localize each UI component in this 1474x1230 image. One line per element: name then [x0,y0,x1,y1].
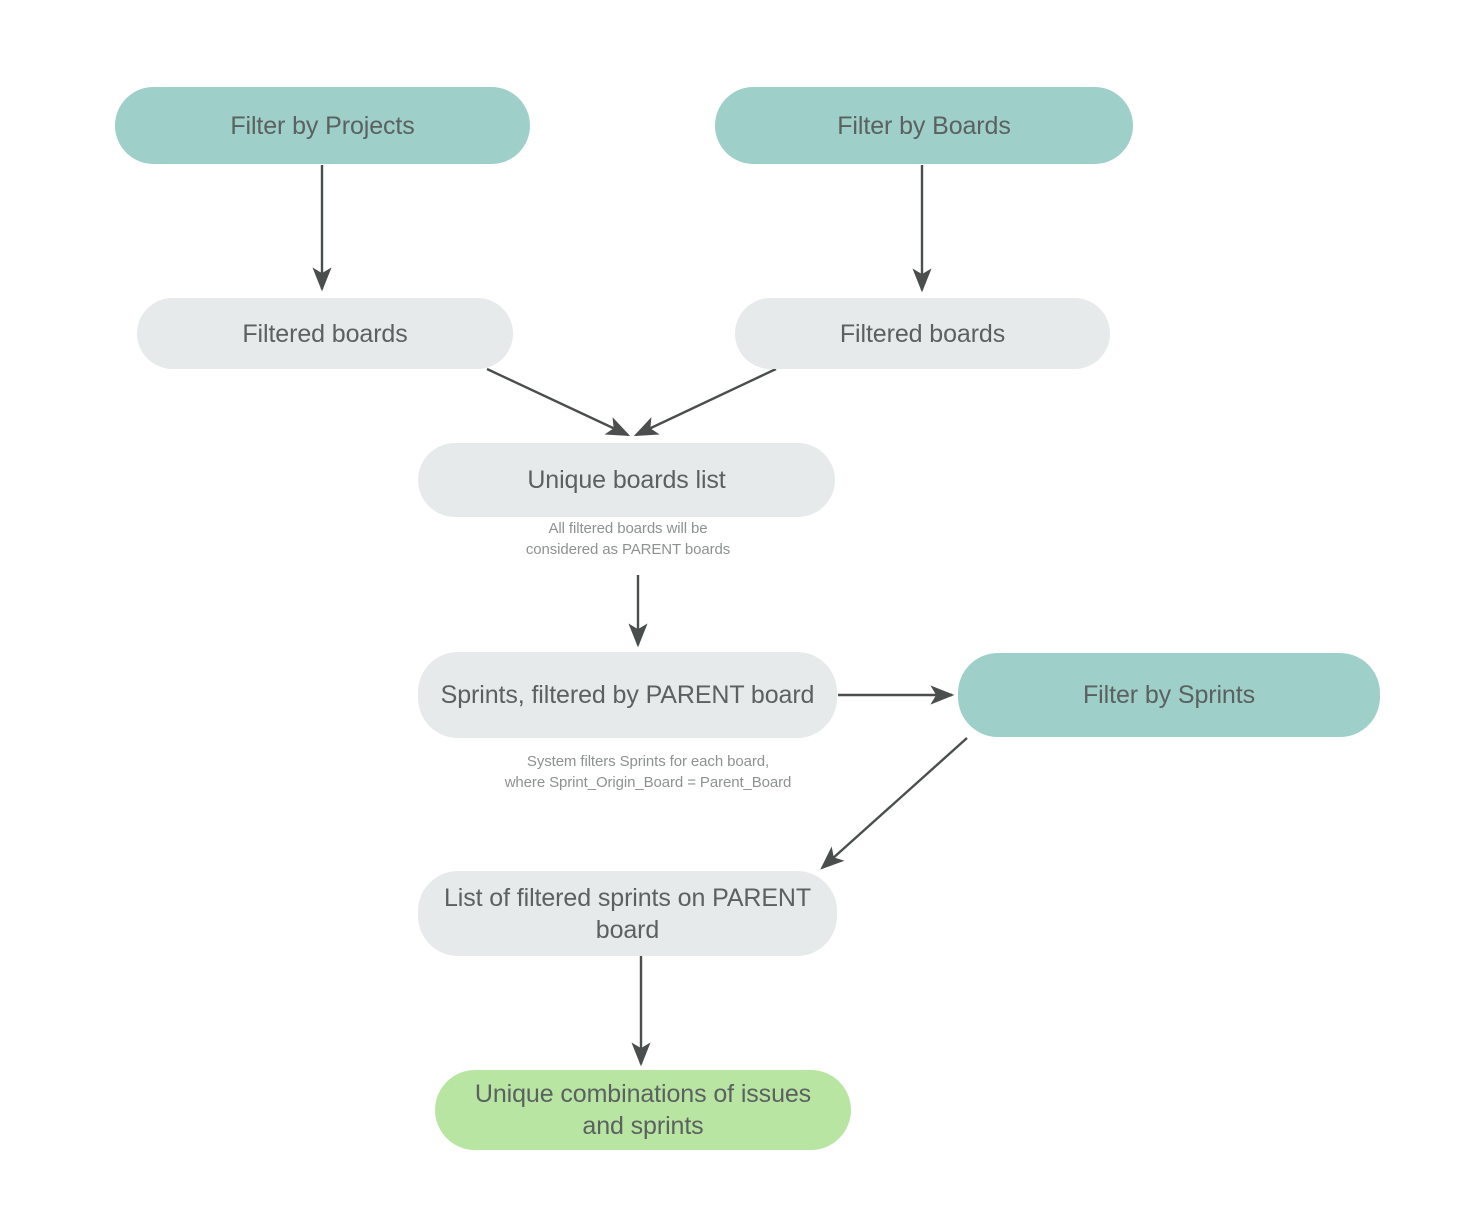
note-line-1: System filters Sprints for each board, [526,753,770,770]
node-filter-by-boards[interactable]: Filter by Boards [715,87,1133,164]
node-label: Sprints, filtered by PARENT board [440,681,815,709]
note-line-2: considered as PARENT boards [525,540,731,558]
node-filtered-boards-left[interactable]: Filtered boards [137,298,513,369]
node-label: Filter by Sprints [1083,681,1255,709]
note-line-2: where Sprint_Origin_Board = Parent_Board [504,773,792,791]
node-sprints-filtered-by-parent-board[interactable]: Sprints, filtered by PARENT board [418,652,837,738]
node-label: Filtered boards [839,319,1006,348]
node-label: Unique boards list [527,466,726,494]
note-parent-boards: All filtered boards will be considered a… [438,519,818,560]
node-label: Unique combinations of issues and sprint… [474,1080,812,1140]
node-label: Filtered boards [242,319,408,348]
node-filter-by-sprints[interactable]: Filter by Sprints [958,653,1380,737]
edge-filtered-left-to-unique [486,367,631,437]
node-label: List of filtered sprints on PARENT board [443,883,812,944]
note-line-1: All filtered boards will be [548,520,708,537]
edge-filtered-right-to-unique [633,367,777,437]
note-sprint-origin: System filters Sprints for each board, w… [438,752,858,793]
node-list-of-filtered-sprints[interactable]: List of filtered sprints on PARENT board [418,871,837,956]
node-label: Filter by Projects [230,111,415,140]
node-filter-by-projects[interactable]: Filter by Projects [115,87,530,164]
node-unique-boards-list[interactable]: Unique boards list [418,443,835,517]
node-filtered-boards-right[interactable]: Filtered boards [735,298,1110,369]
node-label: Filter by Boards [837,111,1011,140]
node-unique-combinations[interactable]: Unique combinations of issues and sprint… [435,1070,851,1150]
